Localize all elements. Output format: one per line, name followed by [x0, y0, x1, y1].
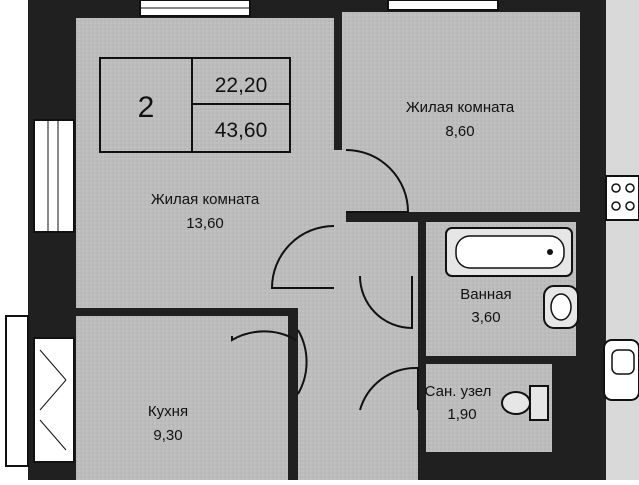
door-swing-icon: [231, 330, 297, 342]
toilet-icon: [501, 385, 549, 421]
room-area-bathroom: 3,60: [471, 309, 500, 326]
room-name-kitchen: Кухня: [148, 403, 188, 420]
stove-icon: [605, 175, 639, 221]
window-icon: [5, 315, 75, 467]
sink-icon: [603, 339, 639, 401]
room-name-living-large: Жилая комната: [151, 191, 260, 208]
room-area-living-large: 13,60: [186, 215, 224, 232]
room-name-bathroom: Ванная: [460, 286, 511, 303]
room-floor-kitchen: [76, 316, 288, 480]
door-swing-icon: [359, 366, 419, 411]
room-floor-living-large: [76, 18, 334, 308]
room-floor-living-small: [342, 12, 580, 212]
room-area-living-small: 8,60: [445, 123, 474, 140]
sink-icon: [543, 285, 579, 329]
room-name-wc: Сан. узел: [425, 383, 492, 400]
room-name-living-small: Жилая комната: [406, 99, 515, 116]
door-swing-icon: [297, 329, 308, 395]
adjacent-area: [602, 0, 639, 480]
rooms-count: 2: [138, 91, 155, 124]
corridor-connection: [334, 150, 346, 310]
door-swing-icon: [270, 225, 335, 289]
room-floor-corridor: [298, 222, 418, 480]
window-icon: [387, 0, 499, 11]
window-icon: [33, 119, 75, 233]
door-swing-icon: [359, 275, 413, 330]
room-area-wc: 1,90: [447, 406, 476, 423]
bathtub-icon: [445, 227, 573, 277]
apartment-info-box: [99, 57, 291, 153]
window-icon: [139, 0, 251, 17]
door-swing-icon: [345, 149, 410, 213]
room-area-kitchen: 9,30: [153, 427, 182, 444]
living-area-value: 22,20: [215, 74, 268, 97]
right-wall: [600, 0, 606, 480]
total-area-value: 43,60: [215, 119, 268, 142]
